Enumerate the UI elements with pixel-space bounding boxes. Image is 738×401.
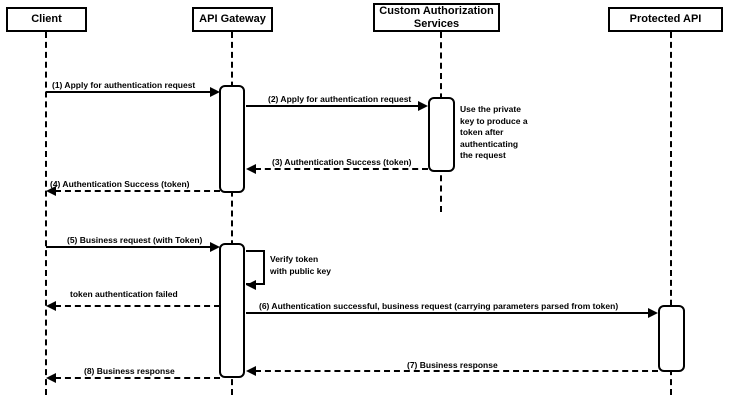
message-4-label: (4) Authentication Success (token) — [50, 179, 190, 189]
message-6-line — [246, 312, 649, 314]
actor-protected-api-label: Protected API — [629, 13, 702, 25]
message-6-arrowhead — [648, 308, 658, 318]
message-5-label: (5) Business request (with Token) — [67, 235, 203, 245]
message-8-label: (8) Business response — [84, 366, 175, 376]
activation-custom-authorization-services — [428, 97, 455, 172]
actor-client-label: Client — [31, 13, 62, 25]
message-2-label: (2) Apply for authentication request — [268, 94, 412, 104]
message-2-line — [246, 105, 419, 107]
message-8-line — [55, 377, 220, 379]
self-message-arrowhead — [246, 280, 256, 290]
message-2-arrowhead — [418, 101, 428, 111]
actor-custom-authorization-services: Custom Authorization Services — [373, 3, 500, 32]
message-5-arrowhead — [210, 242, 220, 252]
activation-api-gateway-1 — [219, 85, 245, 193]
lifeline-protected-api — [670, 32, 672, 395]
actor-client: Client — [6, 7, 87, 32]
message-token-failed-label: token authentication failed — [70, 289, 178, 299]
actor-protected-api: Protected API — [608, 7, 723, 32]
actor-custom-authorization-services-label: Custom Authorization Services — [379, 4, 494, 30]
lifeline-api-gateway — [231, 32, 233, 395]
message-3-label: (3) Authentication Success (token) — [272, 157, 412, 167]
actor-api-gateway-label: API Gateway — [199, 13, 266, 25]
message-4-arrowhead — [46, 186, 56, 196]
self-message-label: Verify token with public key — [270, 254, 331, 276]
message-8-arrowhead — [46, 373, 56, 383]
message-token-failed-line — [55, 305, 220, 307]
message-7-line — [255, 370, 658, 372]
lifeline-client — [45, 32, 47, 395]
message-5-line — [46, 246, 211, 248]
message-7-arrowhead — [246, 366, 256, 376]
activation-api-gateway-2 — [219, 243, 245, 378]
message-3-arrowhead — [246, 164, 256, 174]
message-3-line — [255, 168, 428, 170]
activation-protected-api — [658, 305, 685, 372]
message-token-failed-arrowhead — [46, 301, 56, 311]
message-4-line — [55, 190, 220, 192]
note-text: Use the private key to produce a token a… — [460, 104, 528, 160]
actor-api-gateway: API Gateway — [192, 7, 273, 32]
message-7-label: (7) Business response — [407, 360, 498, 370]
message-6-label: (6) Authentication successful, business … — [259, 301, 619, 311]
message-1-label: (1) Apply for authentication request — [52, 80, 196, 90]
message-1-line — [46, 91, 211, 93]
message-1-arrowhead — [210, 87, 220, 97]
